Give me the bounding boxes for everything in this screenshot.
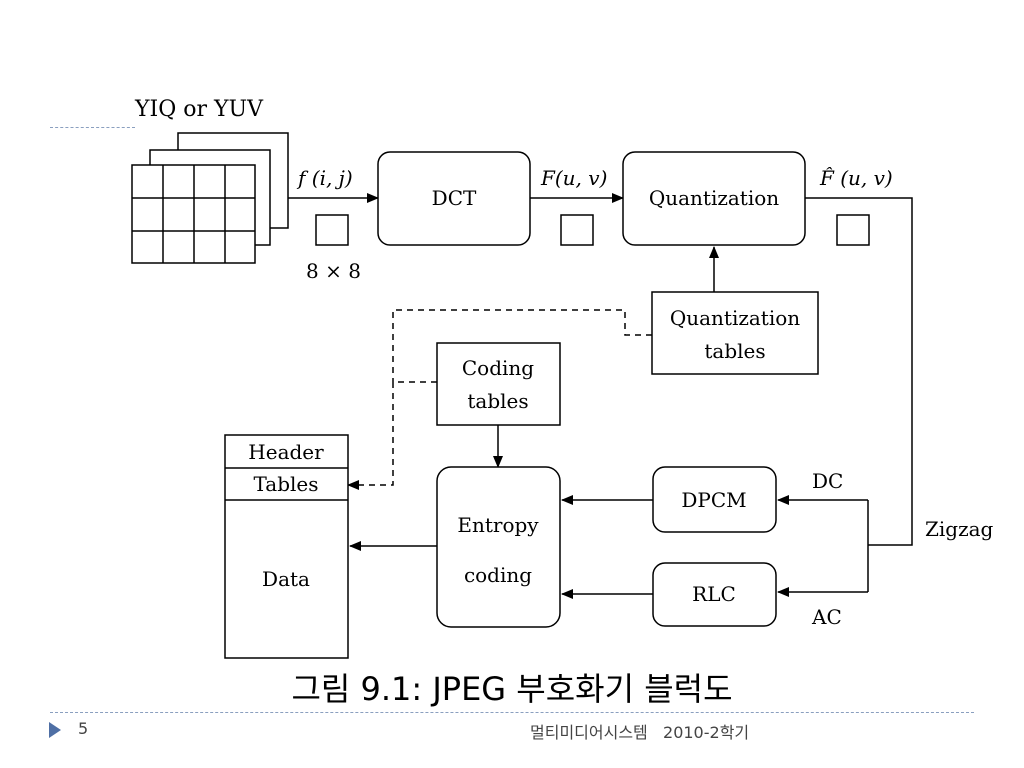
dc-label: DC (812, 469, 843, 493)
F-hat-uv-label: F̂ (u, v) (819, 166, 893, 190)
coding-tables-label-2: tables (467, 389, 528, 413)
block-8x8-square (315, 214, 349, 246)
f-ij-label: f (i, j) (296, 166, 353, 190)
F-uv-label: F(u, v) (540, 166, 607, 190)
quantization-tables-label-1: Quantization (670, 306, 800, 330)
course-title: 멀티미디어시스템 2010-2학기 (530, 723, 750, 742)
header-label: Header (248, 440, 324, 464)
input-image-stack (131, 132, 289, 264)
zigzag-line (805, 197, 913, 546)
entropy-coding-label-2: coding (464, 563, 532, 587)
entropy-coding-box (436, 466, 561, 628)
tables-label: Tables (253, 472, 318, 496)
dct-label: DCT (432, 186, 477, 210)
page-number: 5 (78, 719, 89, 738)
coding-tables-label-1: Coding (462, 356, 534, 380)
entropy-coding-label-1: Entropy (457, 513, 539, 537)
input-color-space-label: YIQ or YUV (134, 97, 264, 122)
coding-tables-box (436, 342, 561, 426)
figure-caption: 그림 9.1: JPEG 부호화기 블럭도 (291, 670, 733, 708)
rlc-label: RLC (692, 582, 736, 606)
dashed-ctables-path (347, 381, 437, 490)
block-size-label: 8 × 8 (306, 259, 361, 283)
coefficient-square (560, 214, 594, 246)
data-label: Data (262, 567, 310, 591)
ac-label: AC (811, 605, 842, 629)
quantization-tables-label-2: tables (704, 339, 765, 363)
output-bitstream-box (224, 434, 349, 659)
quantization-label: Quantization (649, 186, 779, 210)
quantization-tables-box (651, 291, 819, 375)
zigzag-label: Zigzag (925, 517, 994, 541)
top-dashed-rule (50, 127, 135, 128)
quantized-square (836, 214, 870, 246)
slide-bullet-icon (49, 722, 61, 738)
dashed-qtables-path (392, 309, 652, 382)
dpcm-label: DPCM (681, 488, 746, 512)
footer-dashed-rule (50, 712, 974, 713)
